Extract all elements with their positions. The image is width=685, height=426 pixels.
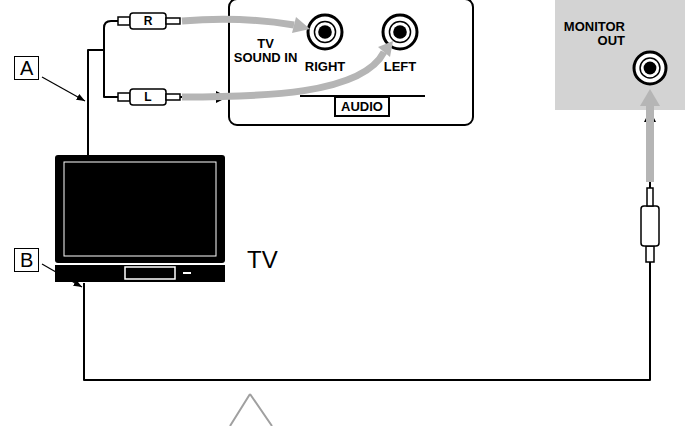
jack-label: MONITOR OUT	[559, 20, 625, 48]
callout-letter: A	[20, 57, 33, 79]
jack-label: LEFT	[384, 60, 417, 74]
callout-box: B	[14, 248, 39, 272]
jack-pin	[644, 62, 657, 75]
tv-base	[55, 265, 225, 282]
group-label: AUDIO	[341, 99, 383, 114]
plug-body	[641, 206, 659, 246]
plug-letter: R	[144, 15, 153, 27]
insert-arrow	[182, 52, 384, 97]
plug-letter: L	[144, 91, 151, 103]
jack-inner-ring	[389, 21, 410, 42]
group-label-box: AUDIO	[334, 96, 390, 117]
plug-tip	[647, 188, 653, 206]
insert-arrowhead	[292, 17, 310, 33]
tv-set-art	[55, 155, 225, 283]
tv-panel	[125, 267, 175, 279]
jack-inner-ring	[314, 21, 335, 42]
jack-socket	[308, 15, 342, 49]
tv-indicator	[183, 272, 191, 274]
cable-branch	[104, 21, 118, 50]
jack-pin	[318, 25, 332, 39]
plug-sleeve	[118, 17, 130, 25]
monitor-panel-art	[555, 0, 685, 110]
jack-inner-ring	[640, 58, 660, 78]
leader-line	[42, 264, 82, 287]
jack-pin	[393, 25, 407, 39]
plug-body	[130, 89, 166, 105]
plug-tip	[166, 94, 180, 100]
monitor-panel: MONITOR OUT	[555, 0, 685, 110]
callout-lines	[230, 394, 272, 426]
leader-line	[42, 77, 85, 101]
tv-screen	[64, 162, 216, 256]
jack-socket	[634, 52, 666, 84]
plug-tip	[166, 18, 180, 24]
jack-label: RIGHT	[305, 60, 345, 74]
tv-set: TV	[55, 155, 225, 283]
jack-ring	[308, 15, 342, 49]
insert-arrow	[646, 106, 654, 182]
insert-arrowhead	[378, 41, 393, 57]
rca-plug	[641, 188, 659, 262]
jack-ring	[634, 52, 666, 84]
jack-group-label: TV SOUND IN	[232, 37, 299, 65]
insert-arrowhead	[640, 89, 660, 106]
callout-box: A	[14, 56, 39, 80]
rca-plug	[118, 89, 180, 105]
rca-plug	[118, 13, 180, 29]
plug-sleeve	[646, 246, 654, 262]
tv-bezel	[55, 155, 225, 263]
insert-arrow	[182, 19, 294, 25]
callout-letter: B	[20, 249, 33, 271]
plug-sleeve	[118, 93, 130, 101]
plug-body	[130, 13, 166, 29]
cable	[88, 50, 228, 155]
device-name: TV	[247, 247, 278, 273]
